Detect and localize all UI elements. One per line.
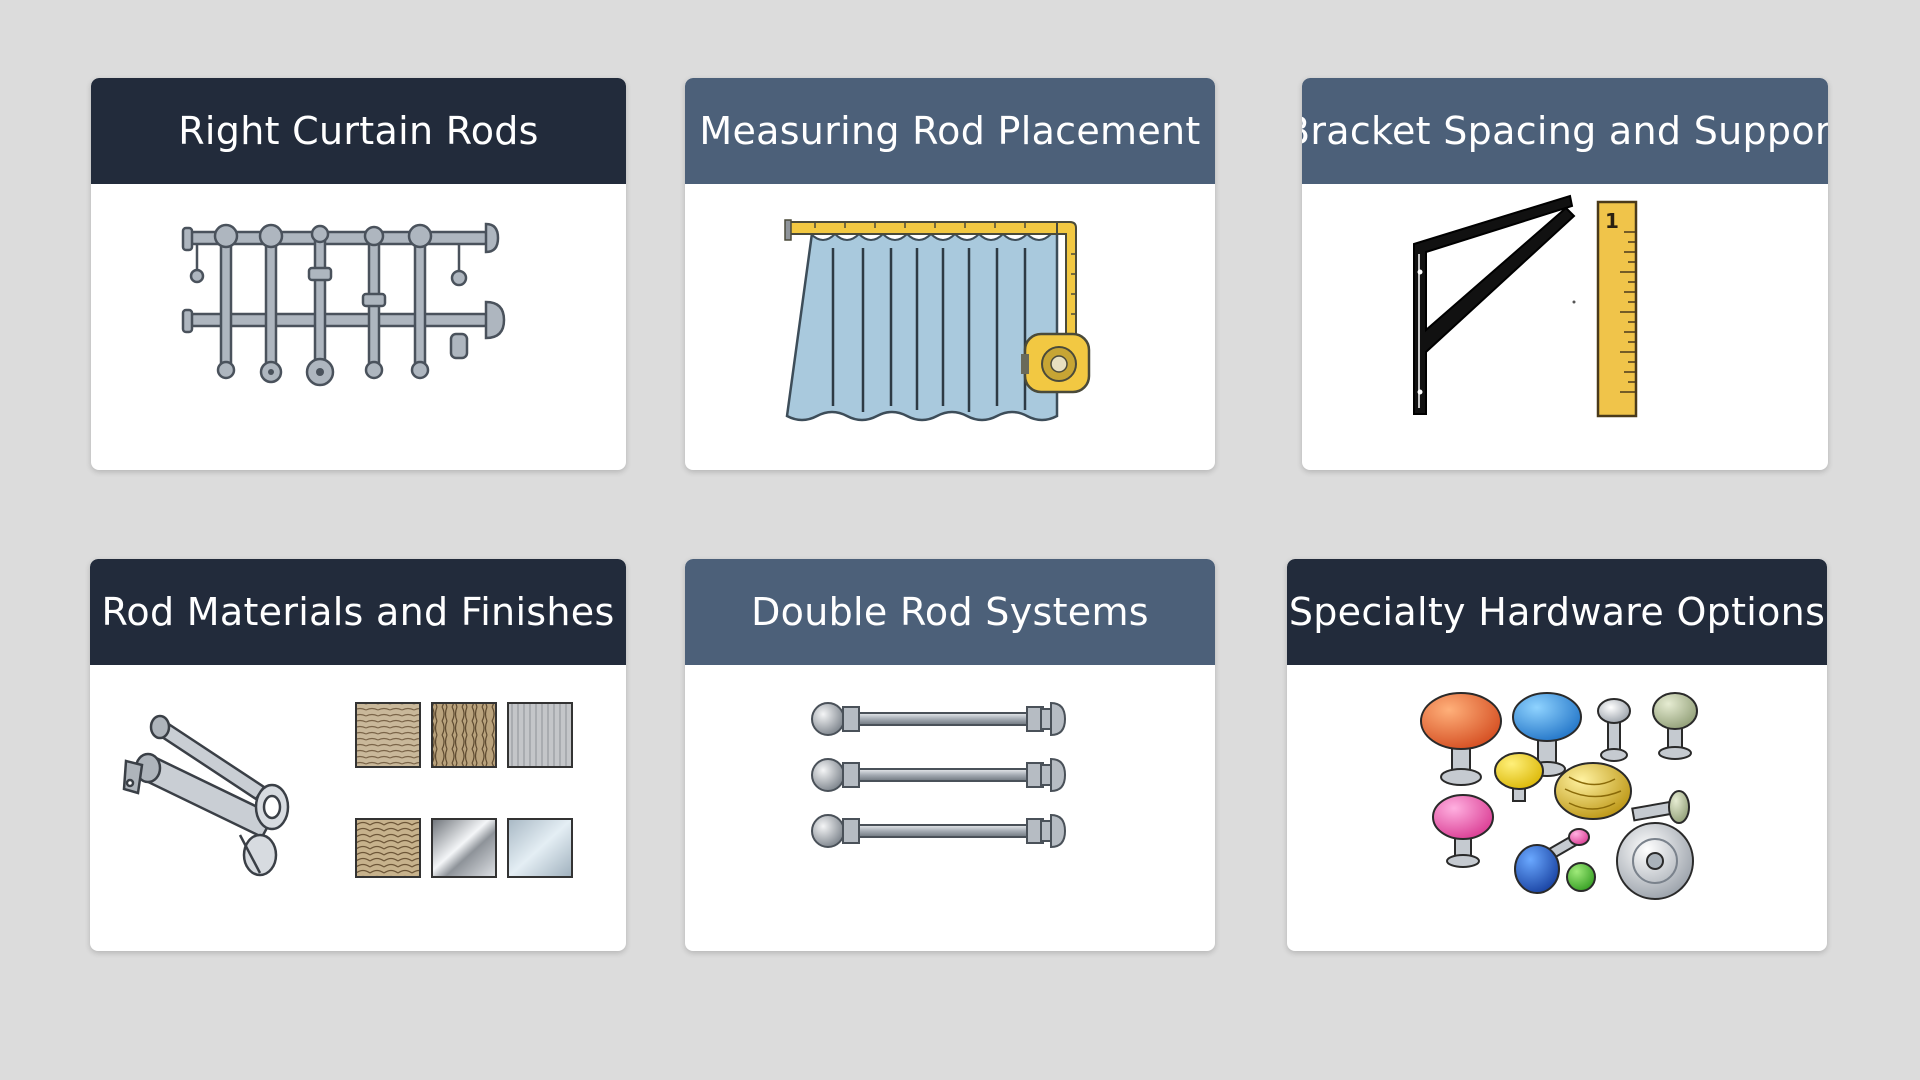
ruler-mark: 1 (1605, 209, 1619, 233)
card-title: Measuring Rod Placement (685, 78, 1215, 184)
card-title: Right Curtain Rods (91, 78, 626, 184)
card-right-curtain-rods[interactable]: Right Curtain Rods (91, 78, 626, 470)
card-double-rod-systems[interactable]: Double Rod Systems (685, 559, 1215, 951)
card-title: Bracket Spacing and Support (1302, 78, 1828, 184)
card-title: Rod Materials and Finishes (90, 559, 626, 665)
card-image (685, 665, 1215, 951)
double-rod-icon (811, 701, 1067, 848)
card-bracket-spacing-and-support[interactable]: Bracket Spacing and Support (1302, 78, 1828, 470)
card-image: 1 (1302, 184, 1828, 470)
card-measuring-rod-placement[interactable]: Measuring Rod Placement (685, 78, 1215, 470)
bracket-ruler-icon: 1 (1413, 194, 1638, 418)
card-image (1287, 665, 1827, 951)
card-title: Double Rod Systems (685, 559, 1215, 665)
knobs-hardware-icon (1420, 692, 1698, 900)
card-image (685, 184, 1215, 470)
rod-materials-swatches-icon (122, 702, 573, 878)
card-rod-materials-and-finishes[interactable]: Rod Materials and Finishes (90, 559, 626, 951)
card-image (91, 184, 626, 470)
curtain-rods-icon (181, 222, 506, 387)
card-specialty-hardware-options[interactable]: Specialty Hardware Options (1287, 559, 1827, 951)
card-image (90, 665, 626, 951)
curtain-tape-measure-icon (784, 219, 1091, 422)
card-title: Specialty Hardware Options (1287, 559, 1827, 665)
